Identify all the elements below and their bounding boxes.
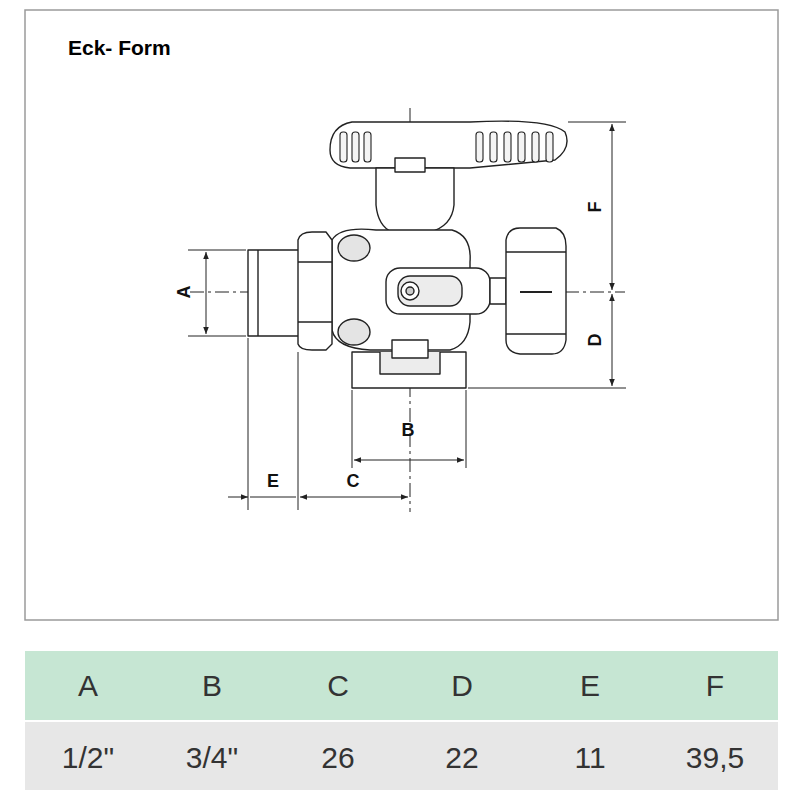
handle-rib	[546, 132, 553, 162]
handle-rib	[340, 132, 347, 162]
dimension-label: C	[347, 471, 360, 491]
dimension-line	[206, 252, 207, 334]
handle-rib	[352, 132, 359, 162]
table-cell: A	[28, 669, 148, 703]
dimension-line	[612, 294, 613, 386]
dimension-line	[354, 460, 464, 461]
frame	[25, 10, 778, 620]
table-cell: E	[530, 669, 650, 703]
table-cell: D	[402, 669, 522, 703]
dimension-line	[612, 124, 613, 290]
table-header	[25, 651, 778, 720]
dimension-label: A	[173, 286, 193, 299]
table-cell: 39,5	[655, 741, 775, 775]
handle-rib	[364, 132, 371, 162]
table-cell: 22	[402, 741, 522, 775]
dimension-label: E	[267, 471, 279, 491]
cap	[506, 228, 566, 354]
handle-rib	[518, 132, 525, 162]
dimension-line	[228, 497, 248, 498]
table-cell: B	[152, 669, 272, 703]
dimension-label: B	[402, 420, 415, 440]
table-cell: 1/2"	[28, 741, 148, 775]
table-cell: C	[278, 669, 398, 703]
handle-rib	[532, 132, 539, 162]
handle-rib	[490, 132, 497, 162]
title: Eck- Form	[68, 36, 171, 60]
stem-nut	[395, 158, 425, 172]
stem	[376, 168, 454, 232]
dimension-line	[300, 497, 408, 498]
dimension-label: D	[584, 334, 604, 347]
dimension-label: F	[584, 202, 604, 213]
table-cell: F	[655, 669, 775, 703]
handle	[330, 121, 567, 168]
screw	[338, 319, 370, 345]
spindle	[386, 268, 490, 314]
valve-body	[332, 229, 470, 350]
handle-rib	[476, 132, 483, 162]
table-cell: 11	[530, 741, 650, 775]
thread-connector	[248, 250, 300, 336]
screw	[338, 235, 370, 261]
hex-nut	[298, 232, 332, 350]
outlet-nut	[392, 340, 428, 358]
handle-rib	[504, 132, 511, 162]
table-cell: 3/4"	[152, 741, 272, 775]
table-cell: 26	[278, 741, 398, 775]
table-row	[25, 722, 778, 790]
